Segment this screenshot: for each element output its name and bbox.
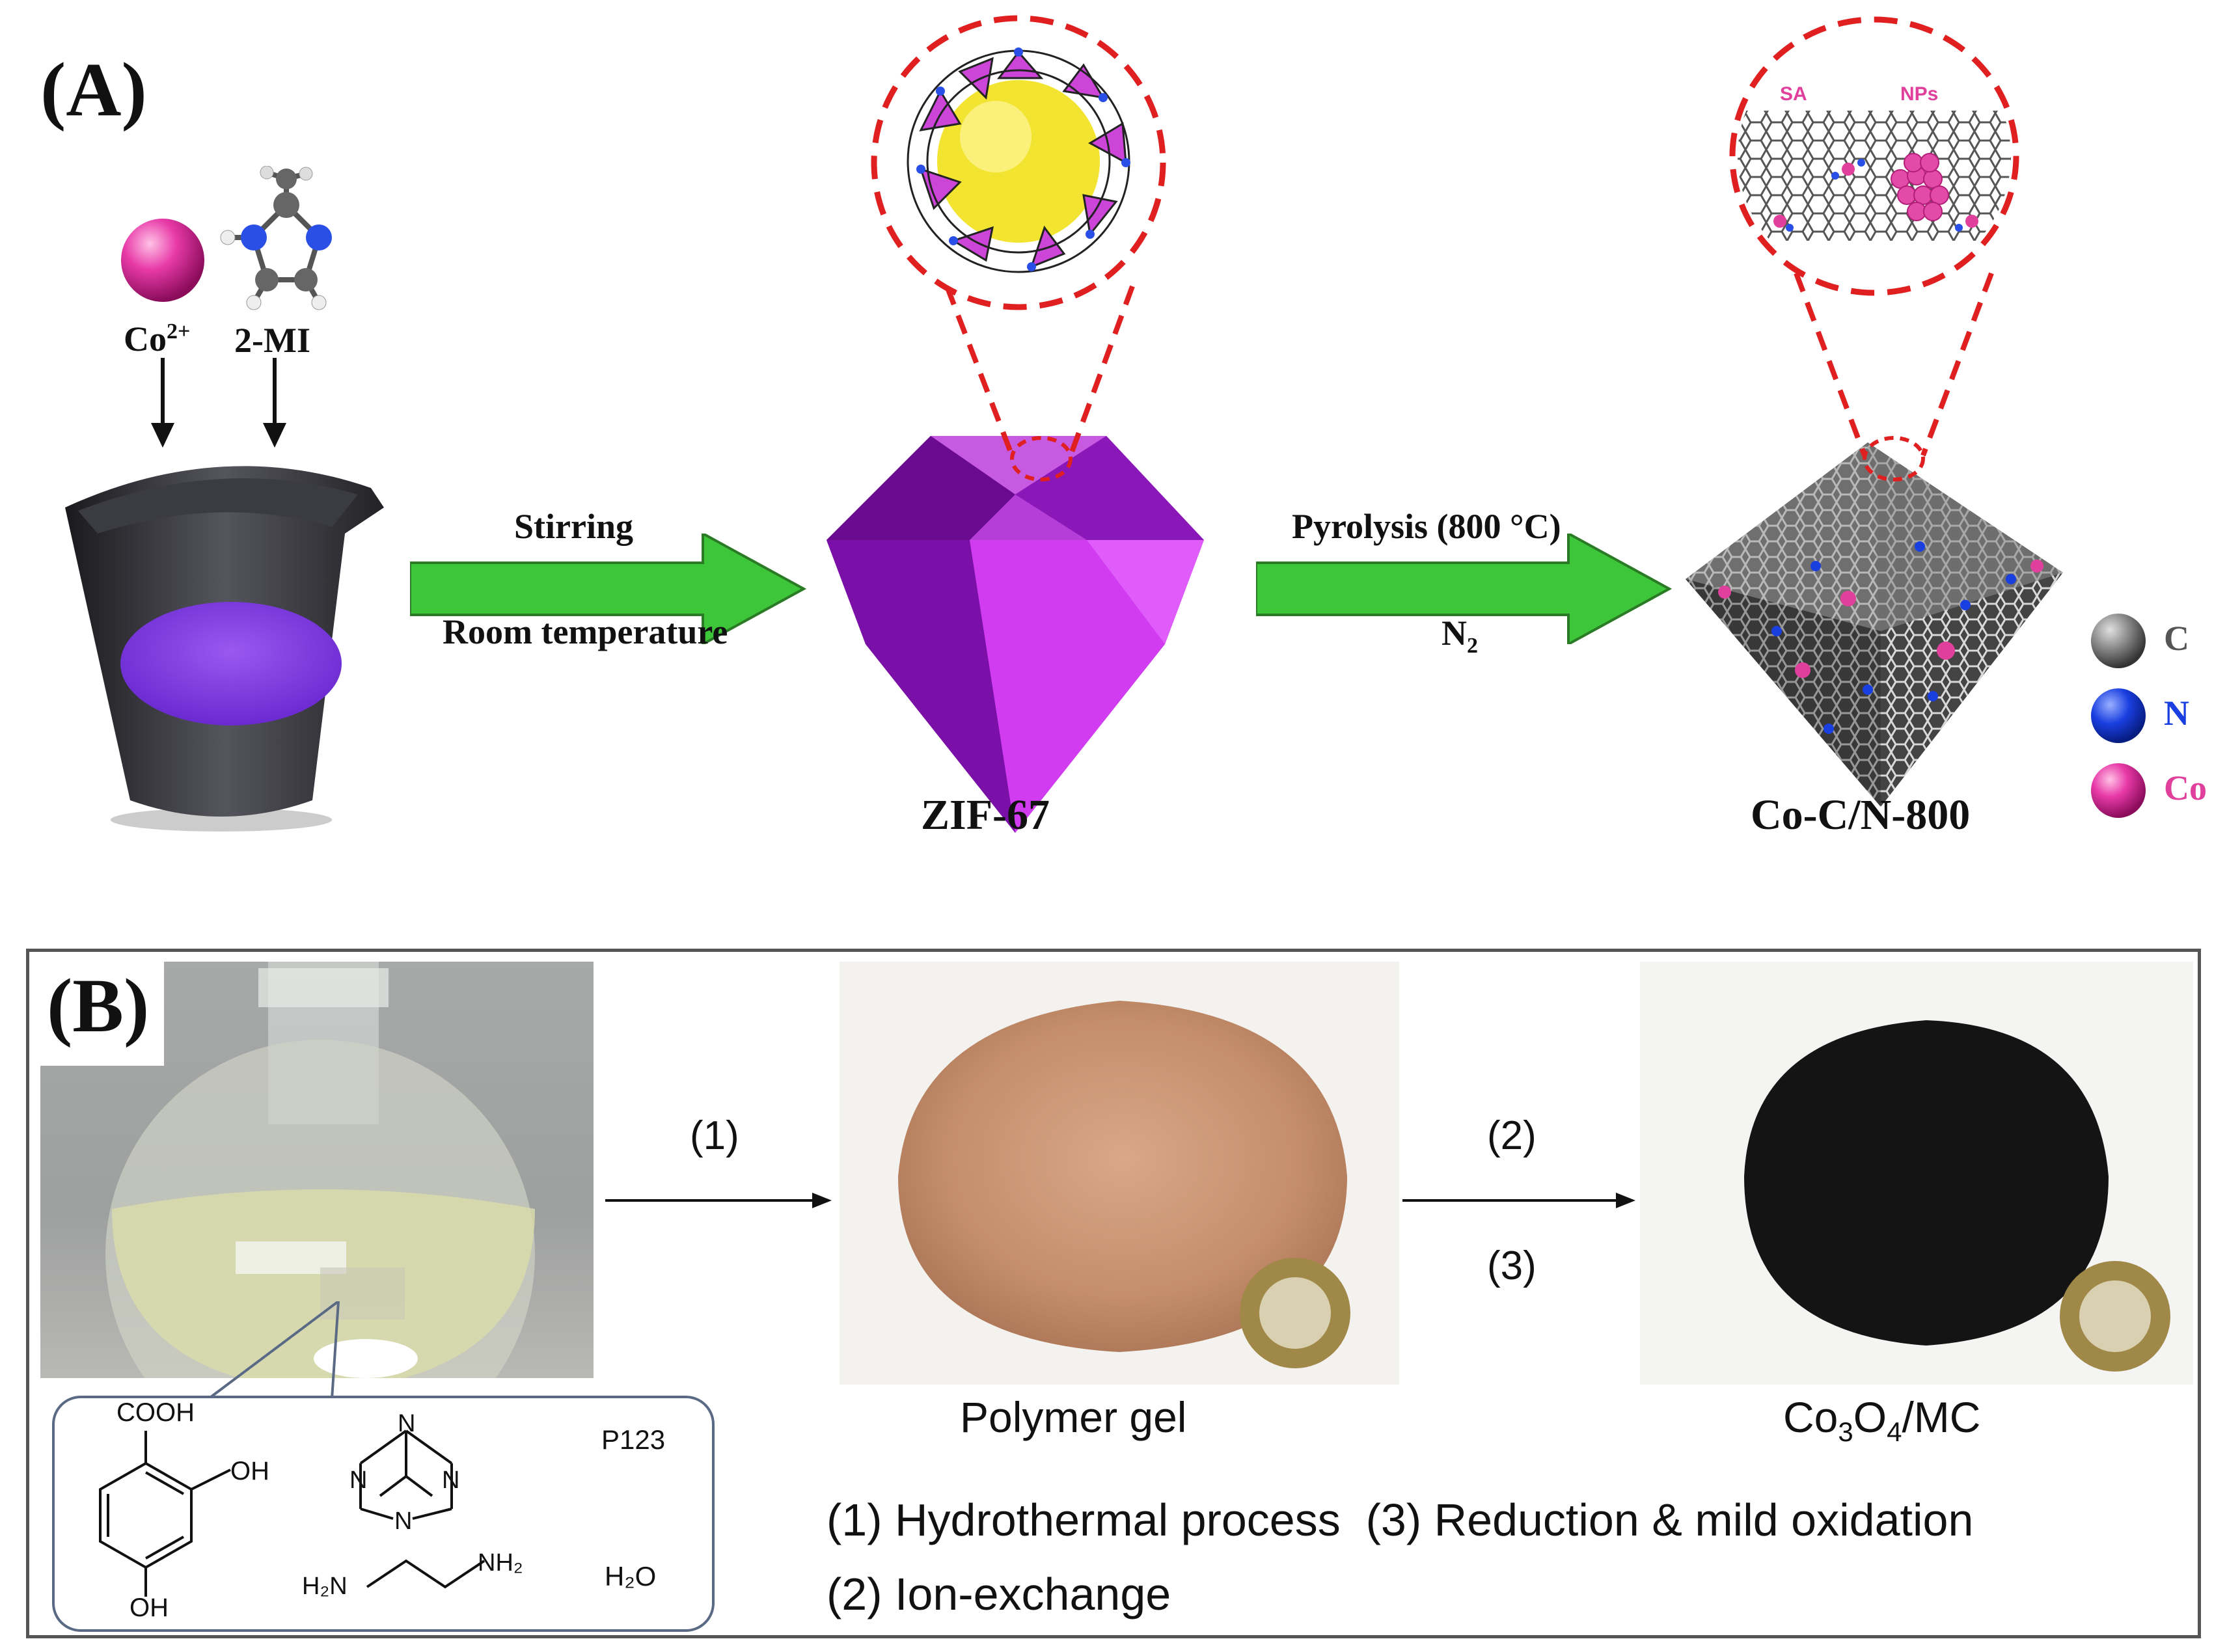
callout-lines — [207, 1301, 340, 1400]
methylimidazole-molecule-icon — [220, 166, 332, 310]
chem-n-top: N — [398, 1410, 416, 1437]
zif67-zoom-lines — [944, 285, 1135, 481]
zif67-crystal-icon — [827, 436, 1204, 833]
arrow2-top-label: Pyrolysis (800 °C) — [1292, 507, 1561, 546]
reagents-box: COOH OH OH N N N N P123 H₂N NH₂ H₂O — [52, 1396, 715, 1632]
arrow1-bottom-label: Room temperature — [443, 612, 728, 651]
step-legend-line1: (1) Hydrothermal process (3) Reduction &… — [827, 1495, 1974, 1545]
nitrogen-atom-icon — [2091, 688, 2146, 743]
legend-item-carbon: C — [2089, 612, 2226, 670]
chem-h2n-label: H₂N — [302, 1573, 348, 1600]
chem-cooh-label: COOH — [116, 1398, 195, 1427]
intermediate-label: ZIF-67 — [921, 791, 1050, 839]
carbon-nitrogen-particle-icon — [1686, 442, 2063, 807]
chem-p123-label: P123 — [601, 1424, 666, 1455]
product-zoom-circle — [1729, 16, 2019, 296]
zoom-sa-label: SA — [1780, 83, 1807, 105]
chem-oh2-label: OH — [130, 1593, 169, 1622]
arrow2-bottom-label: N2 — [1441, 614, 1478, 658]
reactant-methylimidazole-label: 2-MI — [234, 321, 310, 360]
chem-nh2-label: NH₂ — [478, 1549, 523, 1577]
cobalt-ion-icon — [121, 219, 204, 302]
panel-b-label-box — [40, 962, 164, 1066]
step2-arrow — [1402, 1193, 1635, 1208]
hexamine-structure — [359, 1429, 453, 1520]
step2-label: (2) — [1487, 1113, 1537, 1158]
down-arrow-icon — [151, 358, 174, 448]
panel-a-label: (A) — [40, 47, 147, 132]
zoom-nps-label: NPs — [1900, 83, 1939, 105]
step1-arrow — [605, 1193, 832, 1208]
step-legend-line2: (2) Ion-exchange — [827, 1569, 1171, 1619]
beaker-icon — [65, 466, 384, 832]
legend-item-cobalt: Co — [2089, 761, 2226, 820]
flask-icon — [105, 962, 535, 1378]
chem-oh1-label: OH — [230, 1457, 269, 1485]
step3-label: (3) — [1487, 1243, 1537, 1288]
co3o4-mc-photo — [1640, 962, 2193, 1385]
polymer-gel-photo — [840, 962, 1399, 1385]
chem-n-bottom: N — [394, 1508, 413, 1535]
panel-b-label: (B) — [47, 963, 150, 1048]
arrow1-top-label: Stirring — [514, 507, 633, 546]
chem-h2o-label: H₂O — [605, 1561, 657, 1591]
down-arrow-icon — [263, 358, 286, 448]
cobalt-atom-icon — [2091, 763, 2146, 818]
co3o4-mc-label: Co3O4/MC — [1783, 1393, 1981, 1448]
ethylenediamine-structure — [366, 1559, 485, 1589]
reactant-cobalt-label: Co2+ — [124, 319, 191, 359]
zif67-zoom-circle — [871, 15, 1166, 310]
product-label: Co-C/N-800 — [1751, 791, 1971, 839]
polymer-gel-label: Polymer gel — [960, 1393, 1187, 1441]
step1-label: (1) — [690, 1113, 739, 1158]
co3o4-powder-icon — [1744, 1020, 2170, 1372]
legend-nitrogen-label: N — [2164, 694, 2189, 733]
process-arrow-stirring — [410, 534, 807, 644]
dihydroxybenzoic-acid-structure — [99, 1431, 231, 1597]
legend-cobalt-label: Co — [2164, 768, 2207, 807]
process-arrow-pyrolysis — [1256, 534, 1673, 644]
polymer-gel-icon — [898, 1001, 1350, 1368]
chem-n-right: N — [442, 1467, 460, 1494]
product-zoom-lines — [1794, 272, 1994, 481]
carbon-atom-icon — [2091, 614, 2146, 668]
panel-b-frame — [26, 949, 2201, 1638]
legend-carbon-label: C — [2164, 619, 2189, 658]
atom-legend: C N Co — [2089, 612, 2226, 826]
legend-item-nitrogen: N — [2089, 686, 2226, 745]
chem-n-left: N — [349, 1467, 368, 1494]
